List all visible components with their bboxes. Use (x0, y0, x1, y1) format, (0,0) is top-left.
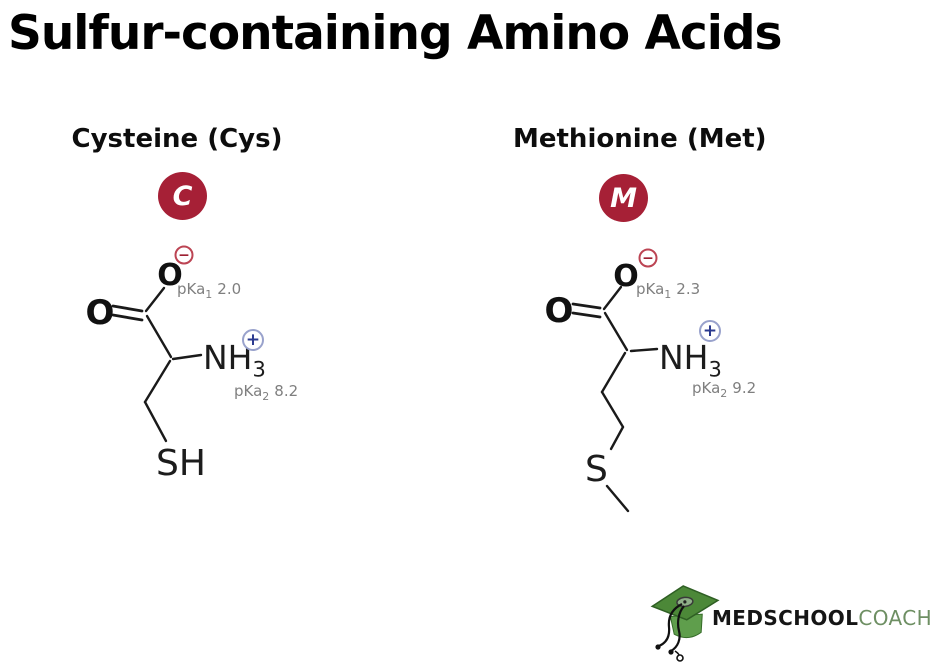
cysteine-badge: C (158, 172, 207, 220)
met-thioether-sulfur: S (585, 449, 608, 490)
methionine-badge: M (599, 174, 648, 222)
logo-text-coach: COACH (858, 606, 930, 630)
cysteine-heading: Cysteine (Cys) (71, 124, 283, 154)
methionine-bonds (571, 285, 659, 513)
cys-carboxylate-oxygen: O (157, 258, 183, 293)
cys-carbonyl-oxygen: O (85, 293, 115, 333)
cysteine-bonds (111, 286, 203, 443)
minus-charge-icon: − (638, 248, 658, 268)
cysteine-badge-letter: C (172, 180, 193, 212)
methionine-heading: Methionine (Met) (513, 124, 767, 154)
met-carboxylate-oxygen: O (613, 259, 639, 294)
met-carbonyl-oxygen: O (544, 291, 574, 331)
page-title: Sulfur-containing Amino Acids (8, 6, 783, 61)
graduation-cap-icon (650, 585, 720, 662)
logo-wordmark: MEDSCHOOLCOACH (712, 606, 930, 630)
cys-thiol-group: SH (156, 443, 206, 484)
medschoolcoach-logo: MEDSCHOOLCOACH (644, 577, 930, 662)
minus-charge-icon: − (174, 245, 194, 265)
logo-text-medschool: MEDSCHOOL (712, 606, 859, 630)
methionine-badge-letter: M (610, 182, 637, 214)
plus-charge-icon: + (699, 320, 721, 342)
met-ammonium-group: NH3 (659, 338, 722, 382)
plus-charge-icon: + (242, 329, 264, 351)
